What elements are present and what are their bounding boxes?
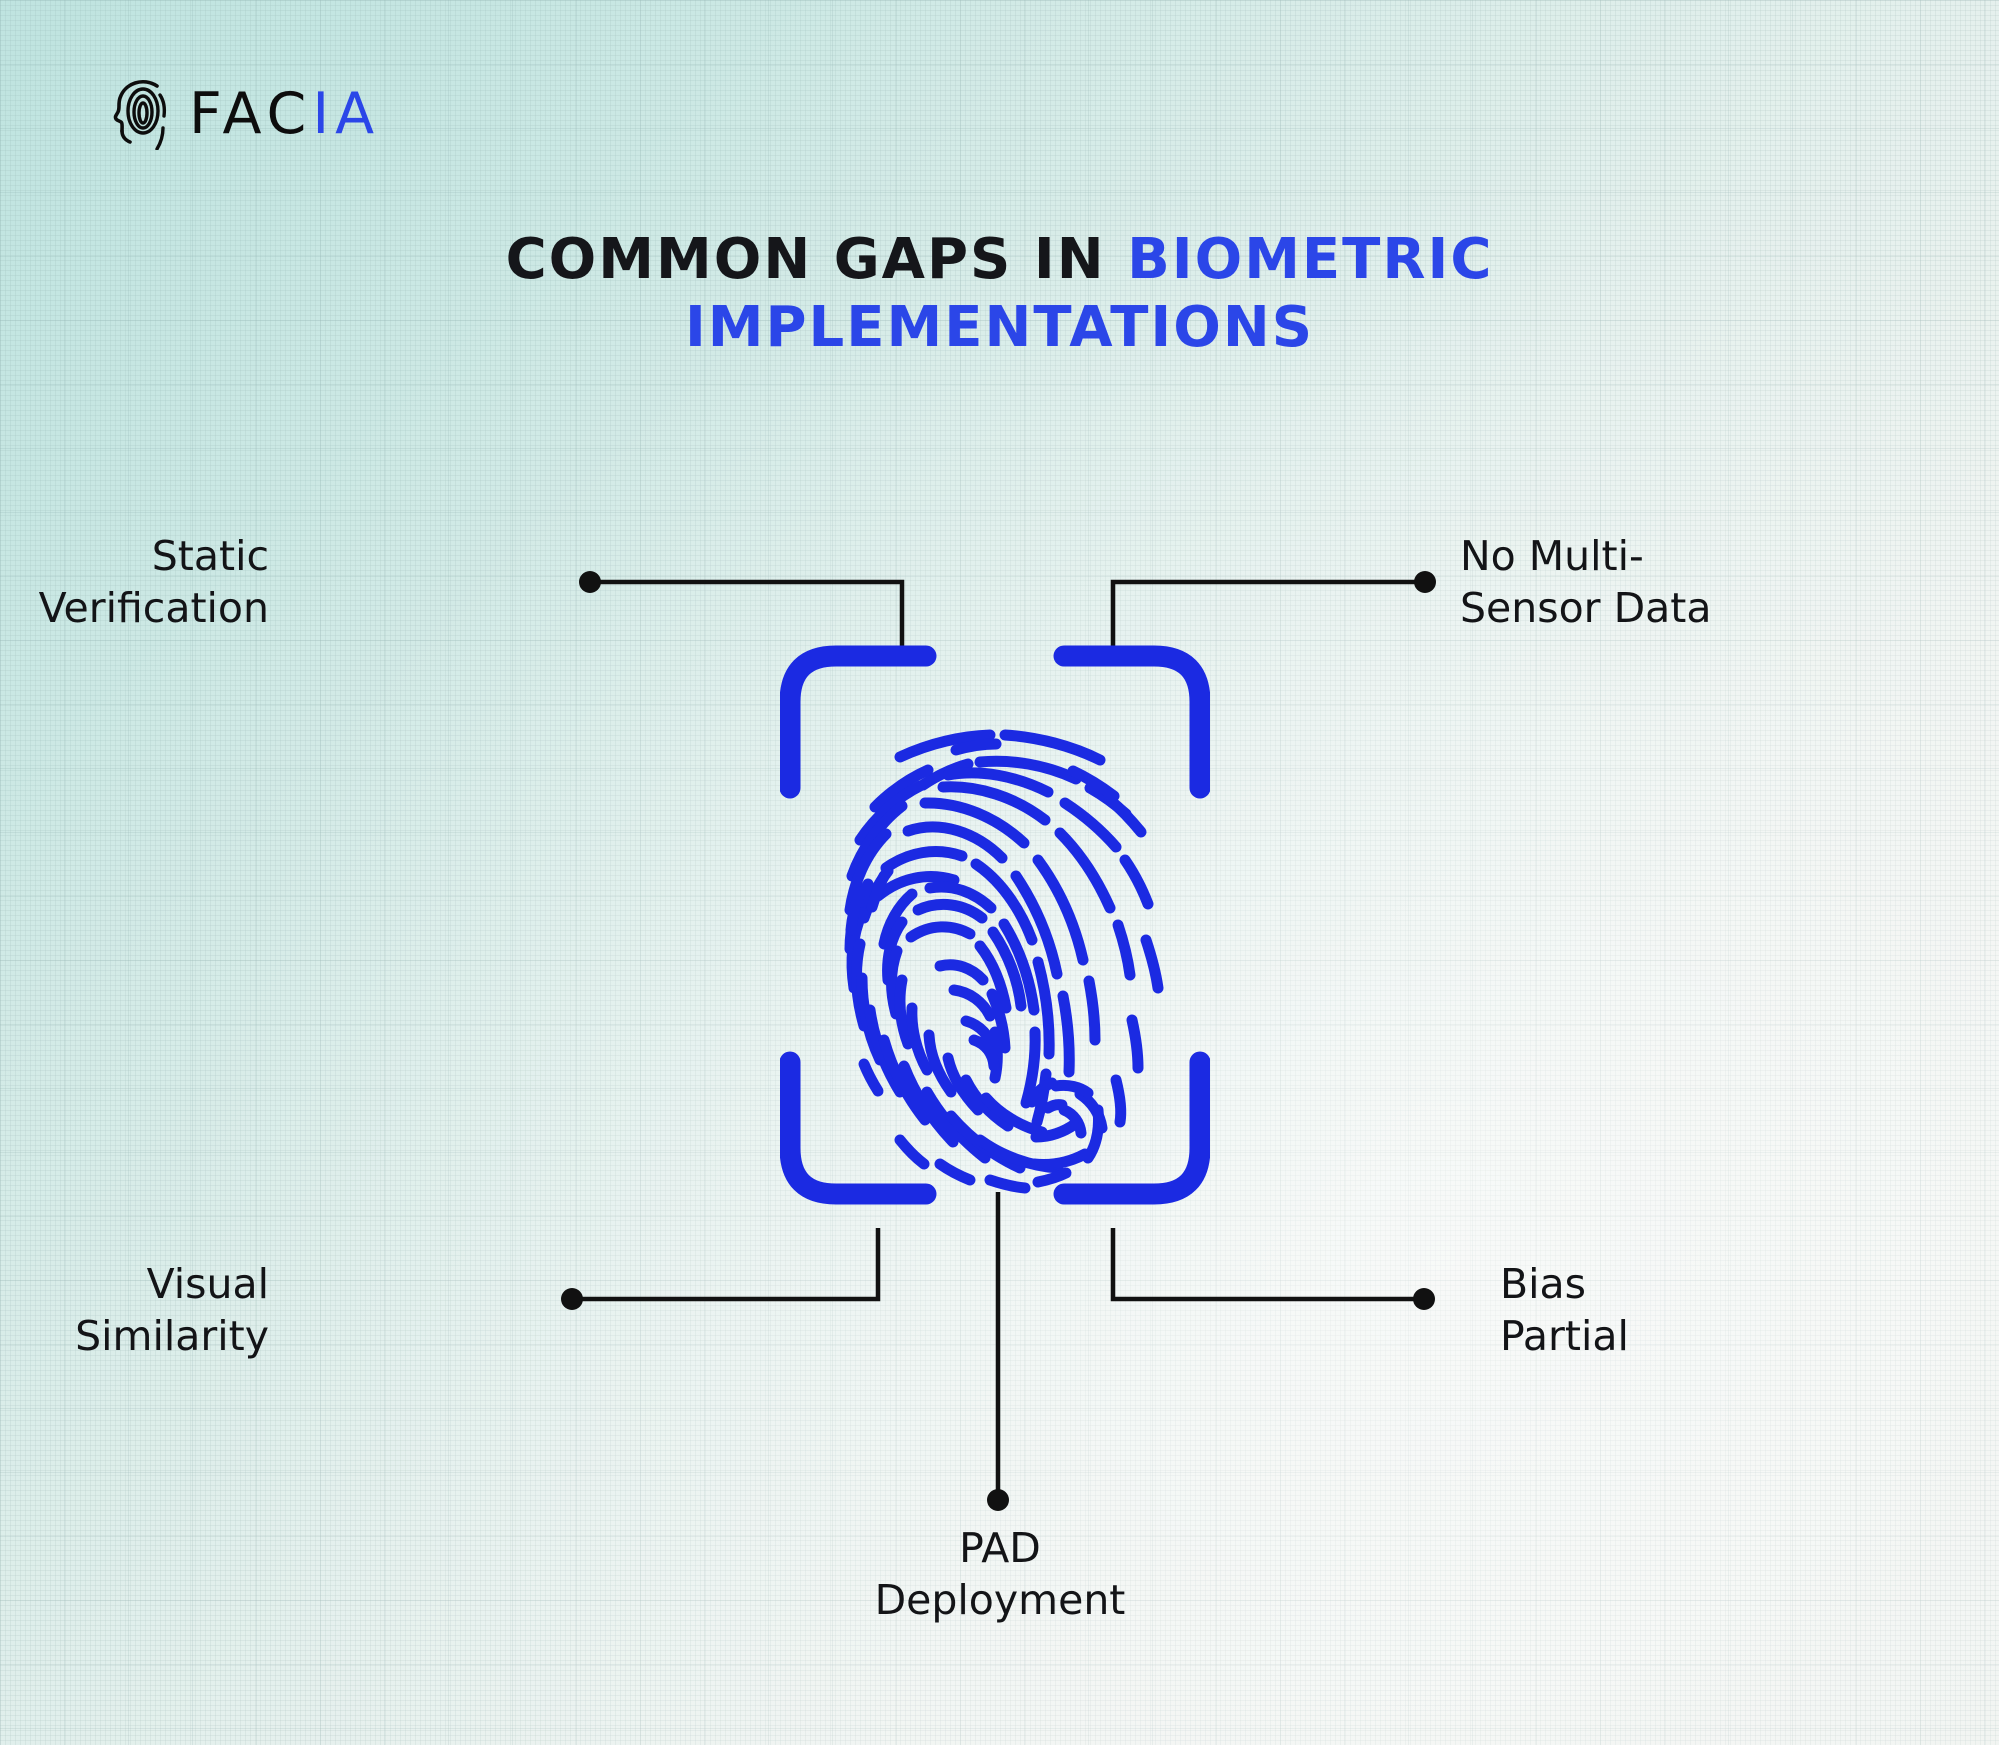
- fingerprint-scan-icon: [780, 645, 1210, 1205]
- gap-label-bias-partial: Bias Partial: [1500, 1260, 1629, 1361]
- connector-dot-no-multi-sensor: [1414, 571, 1436, 593]
- connector-dot-visual-similarity: [561, 1288, 583, 1310]
- brand-wordmark: FACIA: [189, 85, 380, 143]
- brand-name-primary: FAC: [189, 80, 313, 147]
- connector-visual-similarity: [572, 1228, 881, 1302]
- scan-bracket-top-left: [780, 645, 937, 799]
- page-title: COMMON GAPS IN BIOMETRIC IMPLEMENTATIONS: [0, 226, 1999, 363]
- fingerprint-ridges: [844, 729, 1164, 1194]
- title-line2-accent: IMPLEMENTATIONS: [684, 295, 1315, 361]
- connector-dot-pad-deployment: [987, 1489, 1009, 1511]
- scan-bracket-top-right: [1053, 645, 1210, 799]
- brand-logo[interactable]: FACIA: [113, 78, 380, 150]
- connector-dot-bias-partial: [1413, 1288, 1435, 1310]
- fingerprint-head-icon: [113, 80, 167, 150]
- gap-label-static-verification: Static Verification: [38, 532, 269, 633]
- gap-label-no-multi-sensor-data: No Multi- Sensor Data: [1460, 532, 1712, 633]
- connector-bias-partial: [1110, 1228, 1424, 1302]
- gap-label-pad-deployment: PAD Deployment: [874, 1524, 1126, 1625]
- scan-bracket-bottom-left: [780, 1051, 937, 1205]
- connector-dot-static-verification: [579, 571, 601, 593]
- gap-label-visual-similarity: Visual Similarity: [75, 1260, 269, 1361]
- title-line1-dark: COMMON GAPS IN: [505, 227, 1128, 292]
- scan-bracket-bottom-right: [1053, 1051, 1210, 1205]
- brand-name-accent: IA: [312, 80, 381, 147]
- title-line1-accent: BIOMETRIC: [1127, 227, 1494, 292]
